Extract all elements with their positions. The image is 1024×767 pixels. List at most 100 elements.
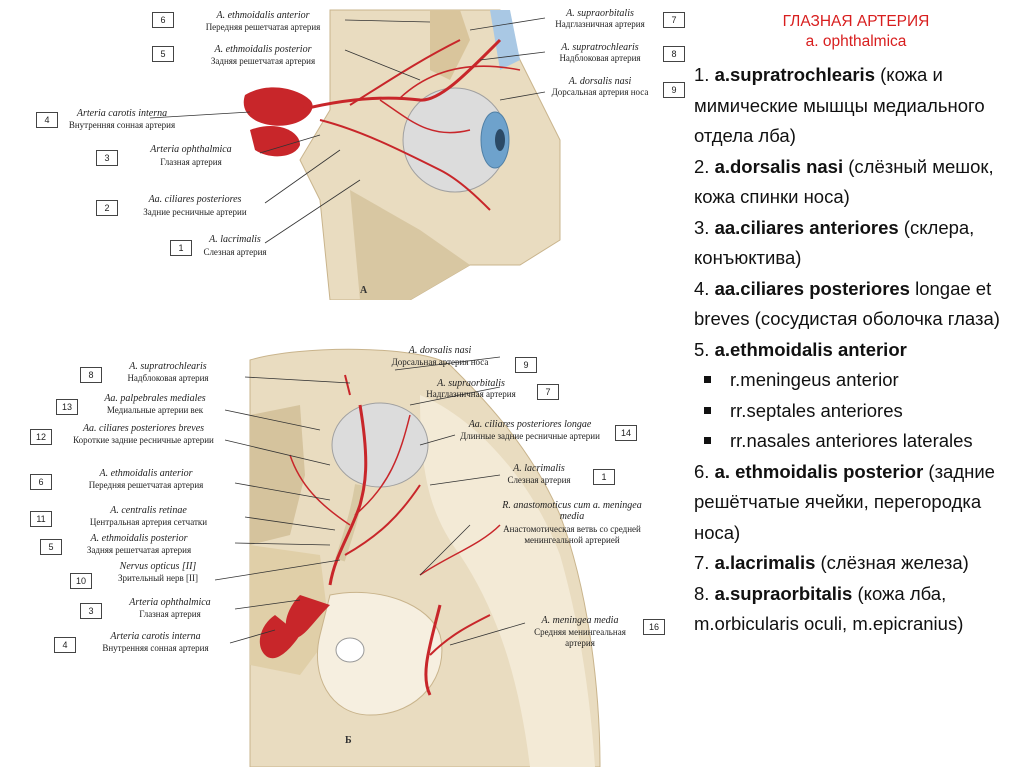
callout-number: 6 [30,474,52,490]
figure-b-letter: Б [345,735,352,746]
callout-latin: Nervus opticus [II] [98,561,218,572]
sub-branch-item: rr.septales anteriores [694,396,1018,427]
item-term: a. ethmoidalis posterior [715,461,924,482]
callout-russian: Средняя менингеальная артерия [525,627,635,649]
callout-number: 3 [80,603,102,619]
item-number: 5. [694,339,709,360]
callout-latin: A. meningea media [525,615,635,626]
sub-branch-text: r.meningeus anterior [706,365,1018,396]
square-bullet-icon [704,437,711,444]
callout-russian: Надблоковая артерия [545,53,655,63]
sub-branch-item: rr.nasales anteriores laterales [694,426,1018,457]
callout-number: 9 [515,357,537,373]
item-description: (слёзная железа) [815,552,968,573]
callout-latin: Aa. ciliares posteriores longae [455,419,605,430]
sub-branch-item: r.meningeus anterior [694,365,1018,396]
item-number: 6. [694,461,709,482]
callout-latin: A. supraorbitalis [545,8,655,19]
callout-latin: Arteria ophthalmica [106,597,234,608]
item-number: 8. [694,583,709,604]
callout-russian: Дорсальная артерия носа [375,357,505,367]
callout-russian: Анастомотическая ветвь со средней менинг… [492,524,652,546]
item-term: aa.ciliares posteriores [715,278,910,299]
callout-latin: Aa. ciliares posteriores [126,194,264,205]
callout-number: 3 [96,150,118,166]
sub-branch-text: rr.nasales anteriores laterales [706,426,1018,457]
figure-b-superior-view: 8 A. supratrochlearis Надблоковая артери… [0,335,690,767]
callout-russian: Слезная артерия [198,247,272,257]
callout-russian: Зрительный нерв [II] [98,573,218,583]
item-number: 3. [694,217,709,238]
callout-latin: A. supratrochlearis [104,361,232,372]
callout-russian: Внутренняя сонная артерия [78,643,233,653]
callout-russian: Надглазничная артерия [415,389,527,399]
callout-russian: Задняя решетчатая артерия [188,56,338,66]
callout-latin: Arteria ophthalmica [126,144,256,155]
callout-number: 11 [30,511,52,527]
callout-latin: A. lacrimalis [495,463,583,474]
callout-latin: Aa. ciliares posteriores breves [56,423,231,434]
title-russian: ГЛАЗНАЯ АРТЕРИЯ [694,12,1018,32]
callout-latin: Aa. palpebrales mediales [80,393,230,404]
callout-number: 4 [36,112,58,128]
callout-russian: Надблоковая артерия [104,373,232,383]
callout-number: 7 [663,12,685,28]
callout-latin: A. centralis retinae [56,505,241,516]
callout-russian: Глазная артерия [126,157,256,167]
item-term: a.supratrochlearis [715,64,875,85]
callout-number: 7 [537,384,559,400]
figure-a-letter: А [360,285,367,296]
list-item: 1. a.supratrochlearis (кожа и мимические… [694,60,1018,152]
item-term: a.supraorbitalis [715,583,853,604]
callout-russian: Центральная артерия сетчатки [56,517,241,527]
callout-number: 8 [80,367,102,383]
callout-russian: Глазная артерия [106,609,234,619]
callout-russian: Надглазничная артерия [545,19,655,29]
branch-list: 1. a.supratrochlearis (кожа и мимические… [694,60,1018,640]
callout-number: 4 [54,637,76,653]
square-bullet-icon [704,376,711,383]
callout-number: 5 [40,539,62,555]
list-item: 2. a.dorsalis nasi (слёзный мешок, кожа … [694,152,1018,213]
callout-number: 14 [615,425,637,441]
list-item: 8. a.supraorbitalis (кожа лба, m.orbicul… [694,579,1018,640]
callout-russian: Медиальные артерии век [80,405,230,415]
list-item: 5. a.ethmoidalis anterior [694,335,1018,366]
item-term: a.dorsalis nasi [715,156,844,177]
callout-latin: A. supratrochlearis [545,42,655,53]
callout-number: 12 [30,429,52,445]
title-latin: a. ophthalmica [694,32,1018,52]
callout-russian: Слезная артерия [495,475,583,485]
sub-branch-text: rr.septales anteriores [706,396,1018,427]
figure-a-lateral-view: 6 A. ethmoidalis anterior Передняя решет… [0,0,690,300]
callout-russian: Длинные задние ресничные артерии [455,431,605,442]
callout-number: 16 [643,619,665,635]
callout-number: 6 [152,12,174,28]
callout-latin: A. lacrimalis [198,234,272,245]
callout-number: 8 [663,46,685,62]
item-number: 1. [694,64,709,85]
callout-number: 2 [96,200,118,216]
callout-number: 1 [170,240,192,256]
callout-latin: Arteria carotis interna [78,631,233,642]
callout-russian: Дорсальная артерия носа [545,87,655,97]
list-item: 6. a. ethmoidalis posterior (задние решё… [694,457,1018,549]
callout-russian: Передняя решетчатая артерия [188,22,338,32]
callout-latin: A. ethmoidalis posterior [64,533,214,544]
callout-latin: A. ethmoidalis anterior [56,468,236,479]
callout-latin: A. dorsalis nasi [375,345,505,356]
callout-number: 1 [593,469,615,485]
list-item: 3. aa.ciliares anteriores (склера, конъю… [694,213,1018,274]
item-number: 7. [694,552,709,573]
callout-latin: A. ethmoidalis posterior [188,44,338,55]
callout-number: 5 [152,46,174,62]
callout-latin: A. ethmoidalis anterior [188,10,338,21]
item-term: a.ethmoidalis anterior [715,339,907,360]
callout-number: 9 [663,82,685,98]
callout-latin: A. supraorbitalis [415,378,527,389]
callout-russian: Задняя решетчатая артерия [64,545,214,555]
callout-latin: Arteria carotis interna [62,108,182,119]
square-bullet-icon [704,407,711,414]
list-item: 4. aa.ciliares posteriores longae et bre… [694,274,1018,335]
